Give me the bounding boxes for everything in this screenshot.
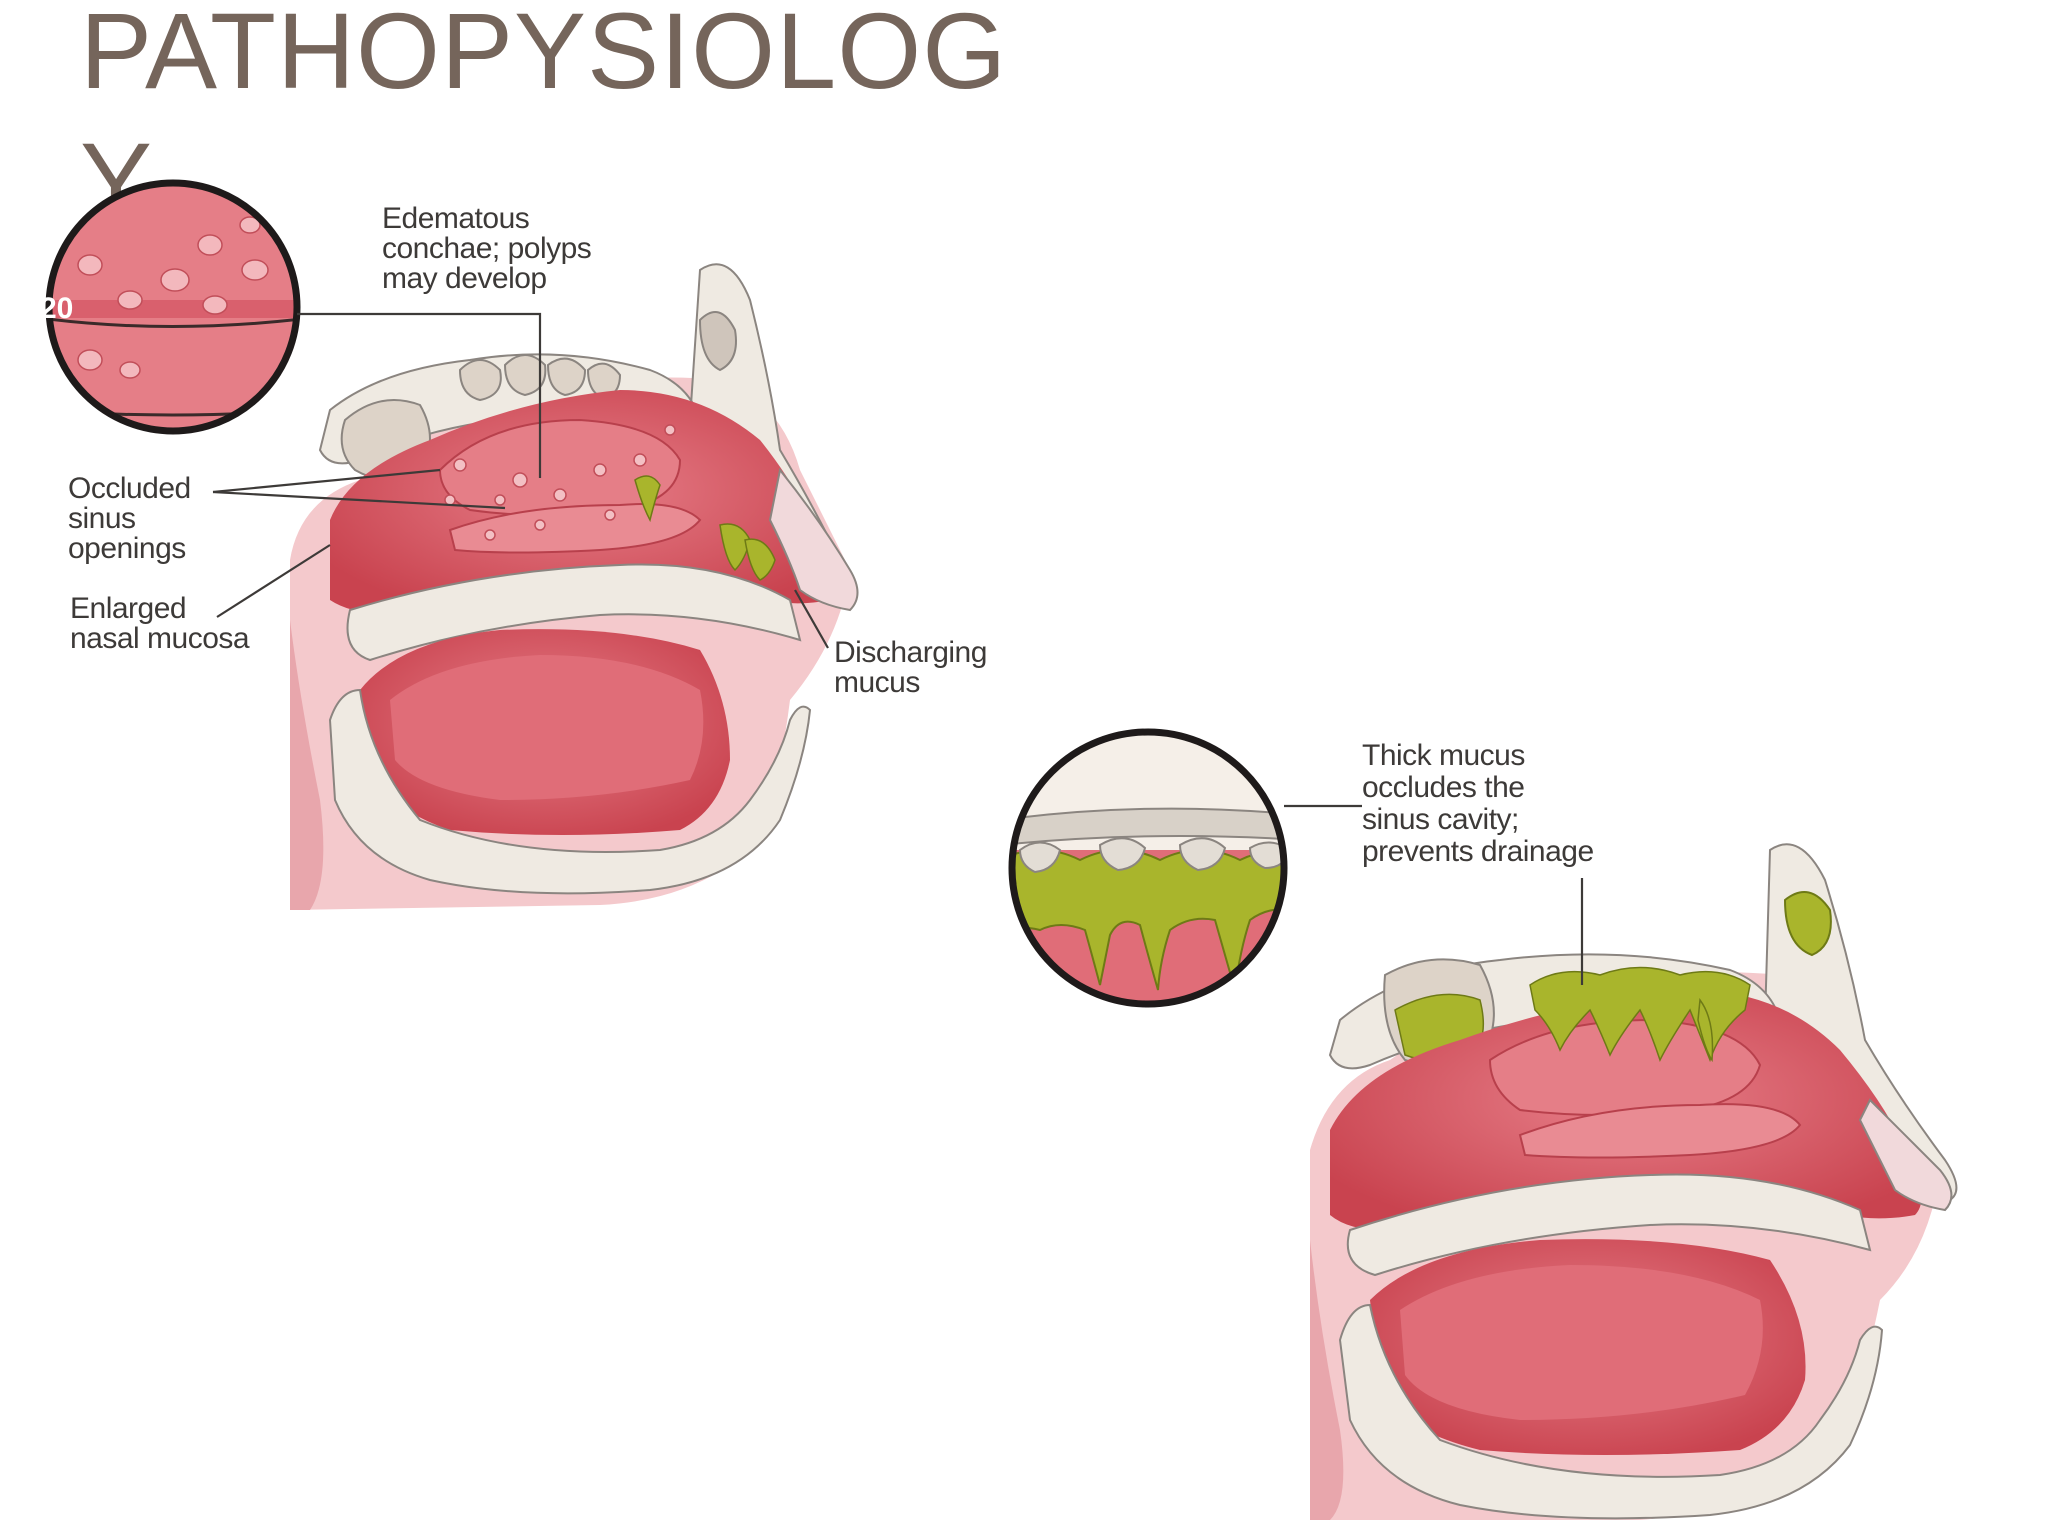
label-thick-mucus: Thick mucus occludes the sinus cavity; p… [1362,739,1594,868]
right-magnifier-inset [1008,728,1288,1008]
left-magnifier-inset [45,179,301,435]
right-leader-lines [1284,804,1584,985]
slide-title: PATHOPYSIOLOGY [80,0,1008,241]
label-discharging-mucus: Discharging mucus [834,636,987,699]
label-edematous-conchae: Edematous conchae; polyps may develop [382,202,592,295]
slide-number: 20 [40,292,74,325]
label-enlarged-nasal-mucosa: Enlarged nasal mucosa [70,592,250,655]
left-leader-lines [212,312,829,649]
right-head-cross-section [1310,843,1958,1520]
left-head-cross-section [290,263,859,910]
label-occluded-sinus-openings: Occluded sinus openings [68,472,191,565]
